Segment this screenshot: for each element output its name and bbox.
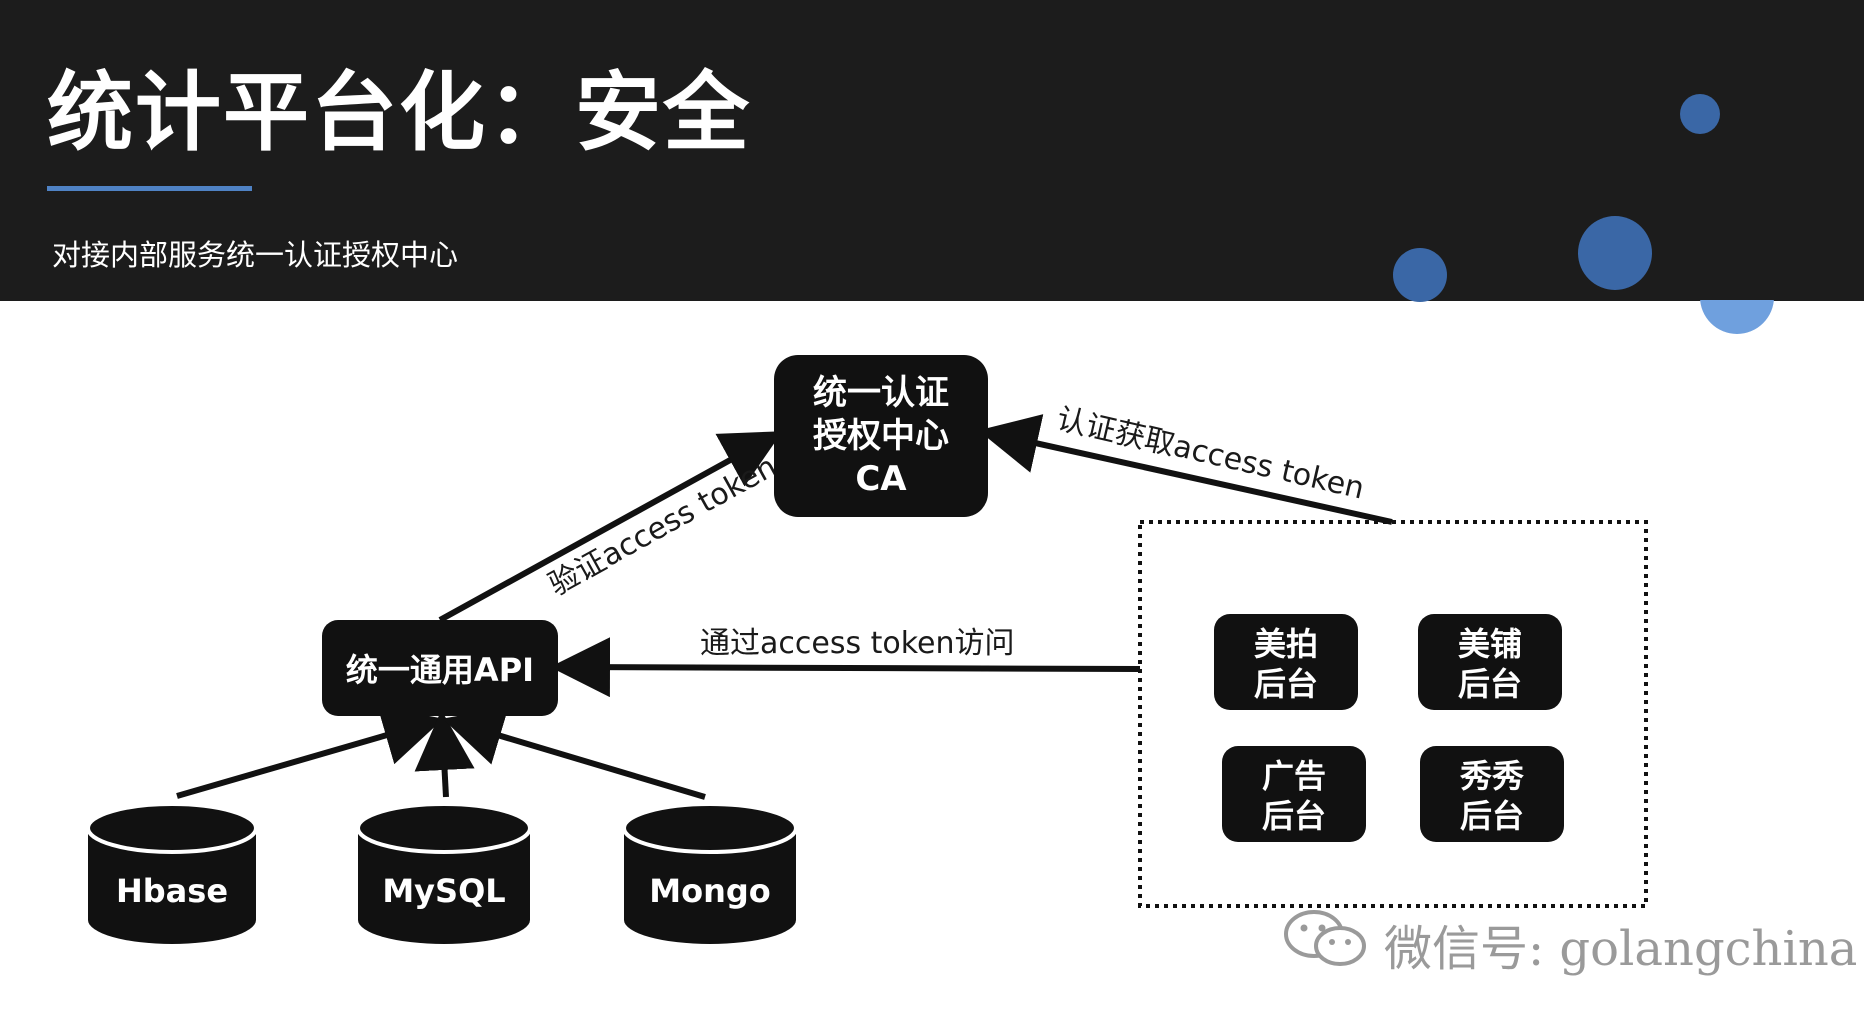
edge-label-access: 通过access token访问: [700, 626, 1015, 661]
decor-dot-small: [1680, 94, 1720, 134]
database-label-mongo: Mongo: [649, 872, 771, 910]
database-label-mysql: MySQL: [382, 872, 505, 910]
edge-mongo-to-api: [442, 706, 706, 800]
edge-hbase-to-api: [176, 706, 444, 799]
backend-meipu: 美铺 后台: [1418, 614, 1562, 710]
database-hbase: Hbase: [86, 802, 258, 944]
backend-meipu-line1: 美铺: [1458, 625, 1522, 663]
edge-api-to-ca: [438, 431, 783, 623]
backends-group: [1138, 520, 1648, 908]
watermark-text: 微信号: golangchina: [1384, 921, 1858, 977]
backend-meipai: 美拍 后台: [1214, 614, 1358, 710]
watermark: 微信号: golangchina: [1280, 908, 1857, 980]
edge-label-verify: 验证access token: [543, 449, 783, 603]
backend-xiuxiu-line2: 后台: [1460, 797, 1524, 835]
edge-backends-to-api: [550, 637, 1141, 698]
ca-label-line3: CA: [855, 459, 907, 499]
slide-header: 统计平台化：安全 对接内部服务统一认证授权中心: [0, 0, 1864, 301]
api-node: [322, 620, 558, 716]
ca-label-line1: 统一认证: [813, 373, 949, 413]
backend-ads-line2: 后台: [1262, 797, 1326, 835]
ca-node: [774, 355, 988, 517]
page-subtitle: 对接内部服务统一认证授权中心: [52, 238, 459, 272]
backend-xiuxiu-line1: 秀秀: [1459, 757, 1524, 795]
wechat-icon: [1280, 908, 1372, 980]
database-mongo: Mongo: [622, 802, 798, 944]
page-title: 统计平台化：安全: [47, 63, 751, 163]
backend-ads: 广告 后台: [1222, 746, 1366, 842]
decor-dot-large: [1578, 216, 1652, 290]
decor-dot-medium: [1393, 248, 1447, 302]
edge-mysql-to-api: [414, 710, 475, 798]
backend-meipai-line2: 后台: [1254, 665, 1318, 703]
backend-meipu-line2: 后台: [1458, 665, 1522, 703]
api-label: 统一通用API: [346, 651, 534, 689]
database-mysql: MySQL: [356, 802, 532, 944]
edge-backends-to-ca: [978, 414, 1393, 525]
edge-label-get-token: 认证获取access token: [1053, 402, 1367, 507]
backend-xiuxiu: 秀秀 后台: [1420, 746, 1564, 842]
database-label-hbase: Hbase: [116, 872, 228, 910]
backend-meipai-line1: 美拍: [1254, 625, 1318, 663]
ca-label-line2: 授权中心: [813, 416, 949, 456]
backend-ads-line1: 广告: [1262, 757, 1326, 795]
title-underline: [47, 186, 252, 191]
